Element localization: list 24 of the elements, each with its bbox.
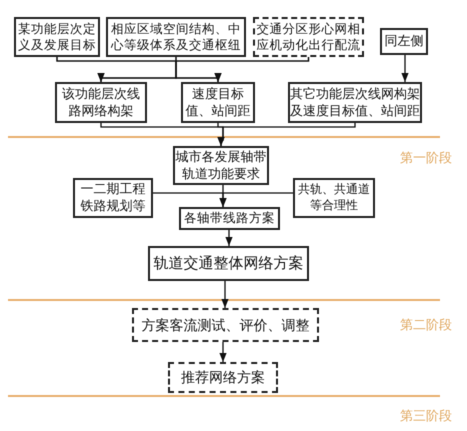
arrow [219,192,293,207]
process-box: 同左侧 [380,28,428,55]
process-box: 轨道交通整体网络方案 [148,246,309,281]
process-box: 城市各发展轴带轨道功能要求 [173,146,269,185]
stage-label: 第一阶段 [400,149,452,167]
process-box: 推荐网络方案 [168,362,278,393]
arrow [225,230,233,246]
process-box: 该功能层次线路网络构架 [55,82,147,123]
process-box: 其它功能层次线网构架及速度目标值、站间距 [288,82,422,123]
stage-label: 第三阶段 [400,407,452,425]
arrow [217,123,356,146]
process-box: 各轴带线路方案 [179,207,280,230]
arrow [221,281,229,308]
process-box: 一二期工程铁路规划等 [73,178,153,218]
arrow [219,342,227,362]
process-box: 速度目标值、站间距 [181,82,255,123]
process-box: 某功能层次定义及发展目标 [14,17,100,57]
arrow [175,57,310,82]
process-box: 方案客流测试、评价、调整 [132,308,319,342]
process-box: 共轨、共通道等合理性 [293,178,375,218]
process-box: 交通分区形心网相应机动化出行配流 [253,17,364,57]
arrow [401,55,409,82]
stage-label: 第二阶段 [400,316,452,334]
process-box: 相应区域空间结构、中心等级体系及交通枢纽 [106,17,246,57]
